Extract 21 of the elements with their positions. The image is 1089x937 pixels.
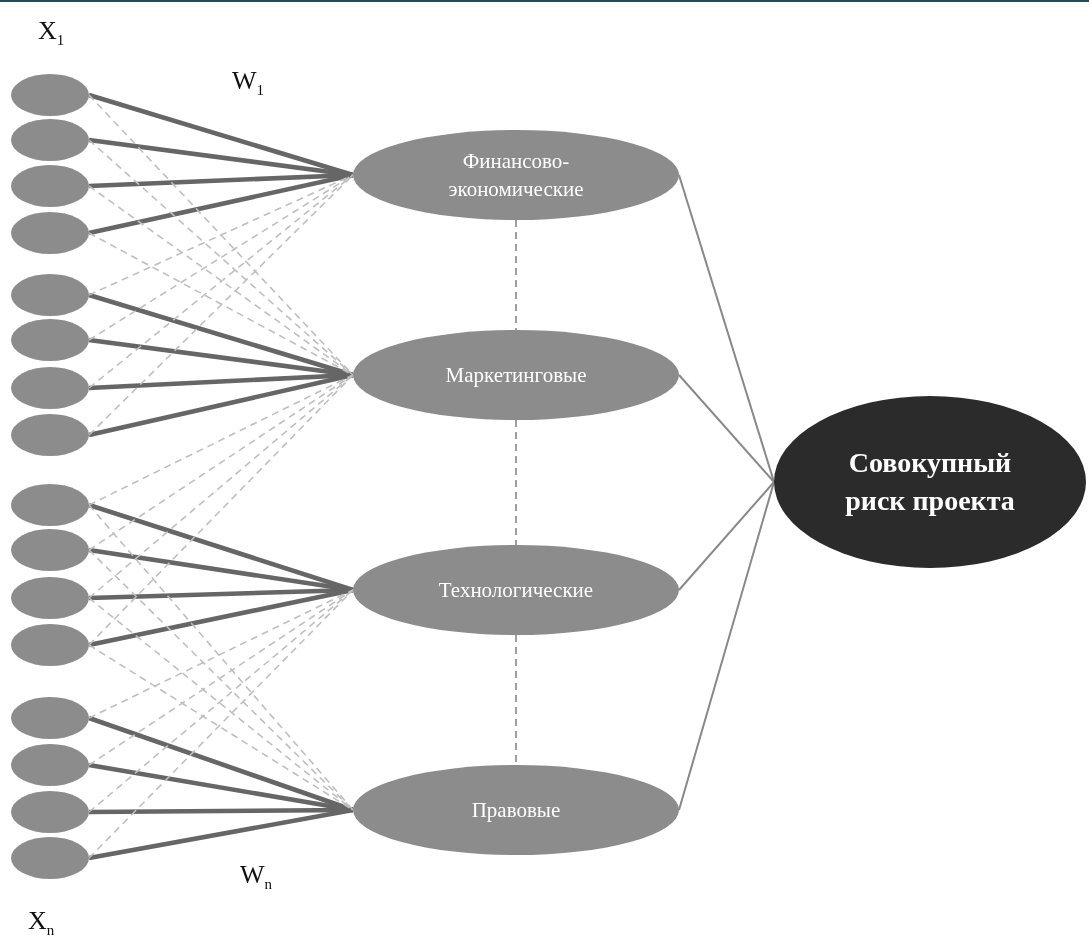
dashed-connector (88, 374, 354, 646)
node-label: Технологические (438, 576, 594, 604)
dashed-connector (88, 589, 354, 719)
variable-label: X$_{1}$ (38, 18, 65, 49)
dashed-connector (515, 419, 517, 546)
node-label: Правовые (471, 796, 561, 824)
connector-line (678, 374, 775, 483)
dashed-connector (515, 219, 517, 331)
node-label: Маркетинговые (445, 361, 587, 389)
node-label: Финансово-экономические (447, 147, 585, 203)
variable-label: X$_{n}$ (28, 908, 55, 937)
dashed-connector (88, 374, 354, 551)
dashed-connector (88, 139, 354, 376)
node-label: Совокупный риск проекта (844, 446, 1016, 518)
dashed-connector (88, 589, 354, 859)
dashed-connector (88, 374, 354, 506)
variable-label: W$_{1}$ (232, 68, 265, 99)
connector-line (678, 481, 775, 591)
dashed-connector (88, 174, 354, 436)
dashed-connector (88, 589, 354, 766)
variable-label: W$_{n}$ (240, 862, 273, 893)
